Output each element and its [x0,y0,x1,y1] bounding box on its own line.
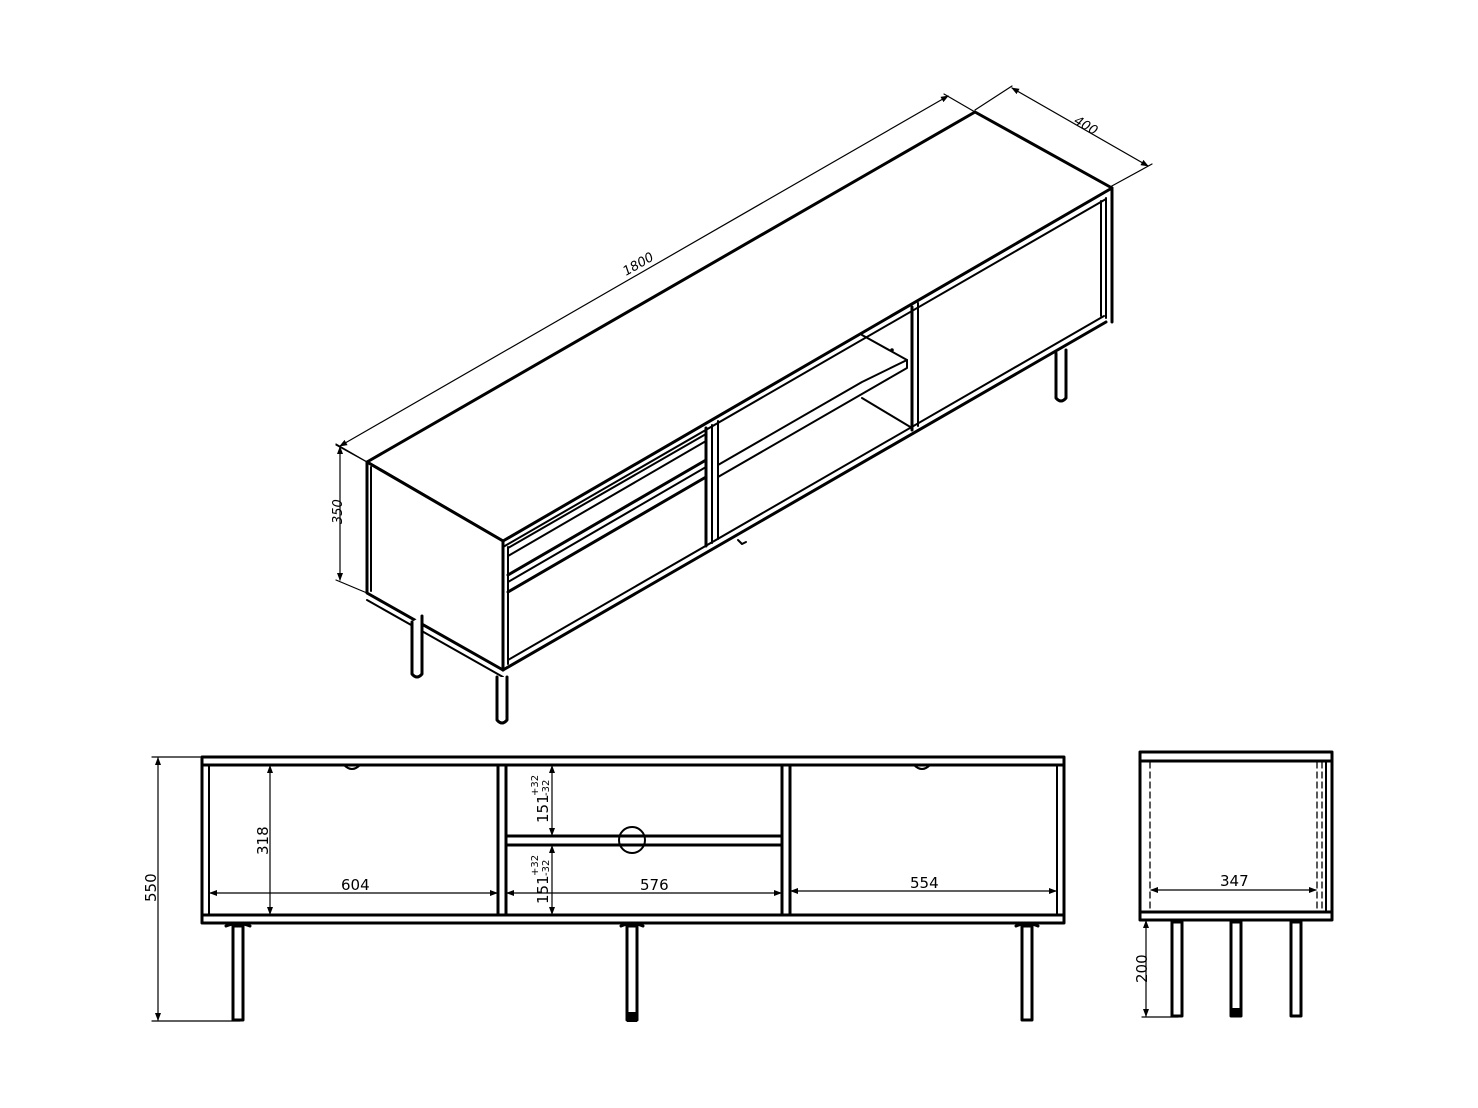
dim-347-label: 347 [1220,872,1249,890]
dim-400-label: 400 [1071,113,1100,138]
dimension-leg-height-200: 200 [1133,920,1179,1018]
dim-151-lower-label: 151 [534,875,552,904]
front-view: 550 318 604 151 [142,755,1066,1022]
dim-350-label: 350 [331,499,346,524]
dim-200-label: 200 [1133,954,1151,983]
side-view: 347 200 [1133,750,1334,1018]
dimension-middle-width-576: 576 [506,876,782,896]
side-legs [1170,920,1303,1018]
tol-plus-upper: +32 [530,775,541,796]
tol-minus-lower: -32 [541,860,552,876]
dim-550-label: 550 [142,873,160,902]
tol-plus-lower: +32 [530,855,541,876]
dimension-inner-depth-347: 347 [1150,872,1317,893]
dimension-middle-upper-151: 151 +32 -32 [530,765,555,836]
front-legs [224,922,1040,1022]
dimension-right-width-554: 554 [790,874,1057,894]
tol-minus-upper: -32 [541,780,552,796]
dim-554-label: 554 [910,874,939,892]
dim-1800-label: 1800 [621,250,657,280]
drawer-front [506,433,708,594]
dimension-overall-height-550: 550 [142,756,241,1022]
dimension-middle-lower-151: 151 +32 -32 [530,845,555,915]
isometric-legs [410,348,1068,725]
dimension-left-width-604: 604 [209,876,498,896]
isometric-view: 1800 400 350 [331,85,1153,725]
dimension-height-350: 350 [331,444,368,594]
dim-604-label: 604 [341,876,370,894]
dim-576-label: 576 [640,876,669,894]
dim-318-label: 318 [254,826,272,855]
dim-151-upper-label: 151 [534,794,552,823]
dimension-left-height-318: 318 [254,765,273,915]
